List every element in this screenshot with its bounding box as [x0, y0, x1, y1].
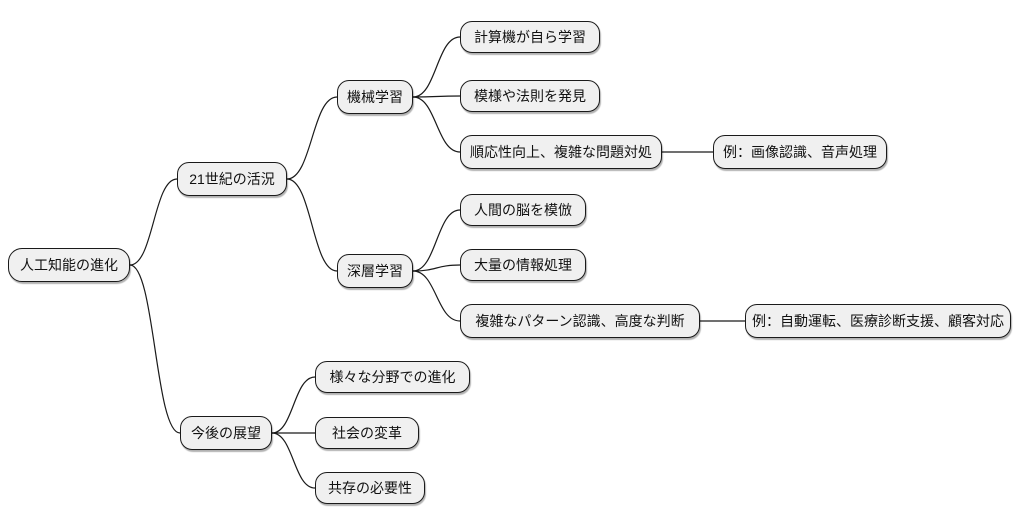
node-future-outlook: 今後の展望	[180, 416, 272, 450]
edge-dl-to-mass-info	[412, 264, 461, 272]
edge-21st-century-to-deep-learning	[286, 178, 338, 272]
node-adaptability-complex-problems: 順応性向上、複雑な問題対処	[460, 135, 662, 169]
node-discover-patterns-rules: 模様や法則を発見	[460, 80, 600, 112]
edge-ml-to-pattern-discovery	[412, 95, 461, 98]
edge-dl-to-brain-mimic	[412, 209, 461, 272]
edge-future-to-coexistence	[271, 432, 316, 489]
edge-dl-to-complex-recognition	[412, 270, 461, 322]
node-deep-learning: 深層学習	[337, 254, 413, 288]
node-social-transformation: 社会の変革	[315, 417, 419, 449]
node-21st-century-boom: 21世紀の活況	[177, 162, 287, 196]
node-example-image-speech: 例：画像認識、音声処理	[713, 135, 887, 169]
node-mass-information-processing: 大量の情報処理	[460, 249, 586, 281]
node-machine-learning: 機械学習	[337, 80, 413, 114]
edge-ml-to-adaptability	[412, 96, 461, 153]
edge-ml-to-self-learning	[412, 36, 461, 98]
node-example-driving-medical-customer: 例：自動運転、医療診断支援、顧客対応	[745, 304, 1011, 338]
node-computer-self-learning: 計算機が自ら学習	[460, 21, 600, 53]
edge-root-to-future-outlook	[129, 264, 181, 434]
edge-root-to-21st-century	[129, 178, 178, 266]
edge-future-to-evolution-fields	[271, 376, 316, 434]
node-necessity-of-coexistence: 共存の必要性	[315, 472, 425, 504]
node-complex-pattern-recognition: 複雑なパターン認識、高度な判断	[460, 304, 700, 338]
node-mimic-human-brain: 人間の脳を模倣	[460, 194, 586, 226]
node-ai-evolution: 人工知能の進化	[8, 248, 130, 282]
node-evolution-various-fields: 様々な分野での進化	[315, 361, 470, 393]
edge-21st-century-to-machine-learning	[286, 96, 338, 180]
